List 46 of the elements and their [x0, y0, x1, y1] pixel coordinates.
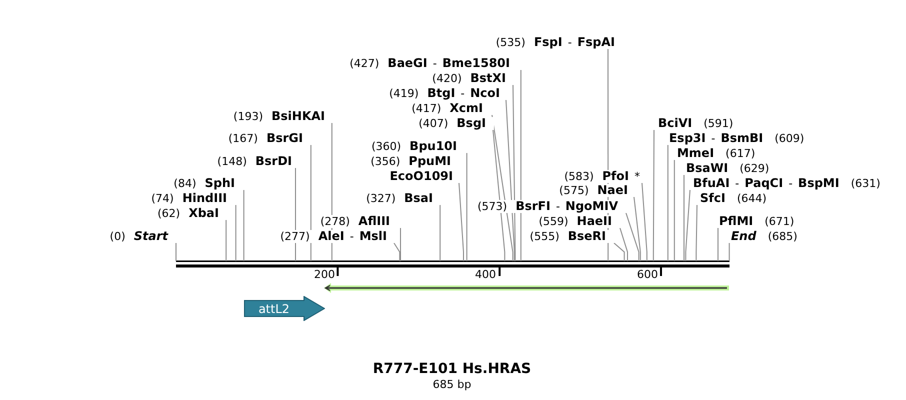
site-label: End (685) — [728, 230, 798, 243]
site-label: (356) PpuMI — [370, 155, 453, 168]
leader-line — [626, 212, 640, 262]
leader-line — [235, 204, 236, 262]
leader-line — [243, 190, 244, 262]
leader-line — [614, 242, 625, 262]
leader-line — [728, 242, 730, 262]
site-label: (417) XcmI — [412, 102, 493, 115]
leader-line — [466, 152, 468, 262]
feature-arrow — [244, 296, 325, 321]
leader-line — [506, 100, 515, 262]
leader-line — [620, 228, 628, 262]
leader-line — [520, 70, 522, 262]
leader-line — [634, 196, 641, 262]
site-label: (573) BsrFI - NgoMIV — [478, 200, 627, 213]
scale-number: 400 — [475, 268, 496, 280]
leader-line — [310, 144, 312, 262]
leader-line — [685, 190, 690, 262]
map-title: R777-E101 Hs.HRAS — [372, 360, 532, 378]
site-label: (535) FspI - FspAI — [496, 36, 617, 49]
site-label: (559) HaeII — [538, 215, 621, 228]
site-label: (407) BsgI — [418, 117, 494, 130]
leader-line — [492, 130, 506, 262]
site-label: (277) AleI - MslI — [280, 230, 395, 243]
site-label: (583) PfoI* — [564, 170, 643, 183]
leader-line — [492, 114, 514, 262]
leader-line — [226, 220, 227, 262]
site-label: PflMI (671) — [717, 215, 794, 228]
leader-line — [394, 242, 400, 262]
scale-number: 200 — [314, 268, 335, 280]
feature-arrow — [324, 283, 729, 293]
site-label: EcoO109I — [390, 170, 453, 183]
scale-number: 600 — [637, 268, 658, 280]
leader-line — [642, 182, 648, 262]
leader-line — [400, 228, 401, 262]
site-label: (555) BseRI — [530, 230, 615, 243]
leader-line — [696, 204, 698, 262]
leader-line — [674, 160, 675, 262]
sequence-length: 685 bp — [432, 378, 472, 390]
leader-line — [667, 144, 668, 262]
leader-line — [512, 84, 516, 262]
feature-name: attL2 — [257, 300, 291, 316]
leader-line — [440, 204, 441, 262]
leader-line — [652, 130, 654, 262]
leader-line — [458, 182, 464, 262]
leader-line — [295, 168, 296, 262]
